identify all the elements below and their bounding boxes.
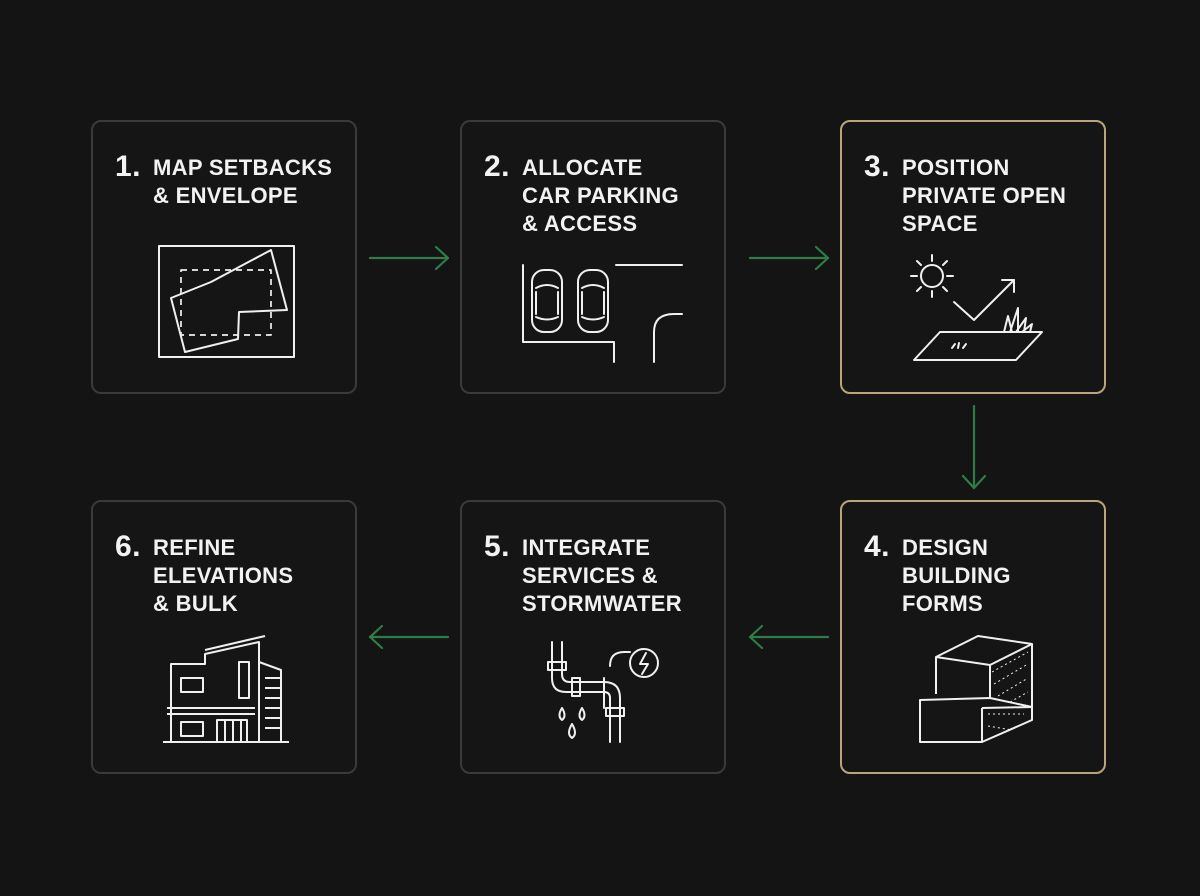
arrow-right-2-to-3 <box>748 245 830 271</box>
step-1-card: 1. MAP SETBACKS & ENVELOPE <box>91 120 357 394</box>
arrow-left-5-to-6 <box>368 624 450 650</box>
step-6-title: 6. REFINE ELEVATIONS & BULK <box>115 532 293 618</box>
step-2-title: 2. ALLOCATE CAR PARKING & ACCESS <box>484 152 679 238</box>
step-6-card: 6. REFINE ELEVATIONS & BULK <box>91 500 357 774</box>
step-3-line-2: PRIVATE OPEN <box>902 183 1067 208</box>
step-3-card: 3. POSITION PRIVATE OPEN SPACE <box>840 120 1106 394</box>
step-5-title: 5. INTEGRATE SERVICES & STORMWATER <box>484 532 682 618</box>
step-4-number: 4. <box>864 530 891 563</box>
arrow-right-1-to-2 <box>368 245 450 271</box>
step-1-number: 1. <box>115 150 142 183</box>
step-2-line-3: & ACCESS <box>522 211 638 236</box>
step-3-number: 3. <box>864 150 891 183</box>
step-6-line-3: & BULK <box>153 591 238 616</box>
arrow-down-3-to-4 <box>961 404 987 490</box>
step-4-line-2: BUILDING <box>902 563 1011 588</box>
step-2-line-2: CAR PARKING <box>522 183 679 208</box>
step-6-line-1: REFINE <box>153 535 236 560</box>
step-1-line-1: MAP SETBACKS <box>153 155 333 180</box>
step-5-line-3: STORMWATER <box>522 591 682 616</box>
step-1-line-2: & ENVELOPE <box>153 183 298 208</box>
step-2-card: 2. ALLOCATE CAR PARKING & ACCESS <box>460 120 726 394</box>
step-5-card: 5. INTEGRATE SERVICES & STORMWATER <box>460 500 726 774</box>
step-2-number: 2. <box>484 150 511 183</box>
step-4-line-3: FORMS <box>902 591 983 616</box>
step-2-line-1: ALLOCATE <box>522 155 643 180</box>
step-6-number: 6. <box>115 530 142 563</box>
step-4-card: 4. DESIGN BUILDING FORMS <box>840 500 1106 774</box>
step-5-line-2: SERVICES & <box>522 563 658 588</box>
step-4-line-1: DESIGN <box>902 535 989 560</box>
step-1-title: 1. MAP SETBACKS & ENVELOPE <box>115 152 332 210</box>
step-3-line-3: SPACE <box>902 211 978 236</box>
step-3-line-1: POSITION <box>902 155 1010 180</box>
step-3-title: 3. POSITION PRIVATE OPEN SPACE <box>864 152 1066 238</box>
arrow-left-4-to-5 <box>748 624 830 650</box>
step-4-title: 4. DESIGN BUILDING FORMS <box>864 532 1011 618</box>
step-5-number: 5. <box>484 530 511 563</box>
step-5-line-1: INTEGRATE <box>522 535 651 560</box>
step-6-line-2: ELEVATIONS <box>153 563 294 588</box>
